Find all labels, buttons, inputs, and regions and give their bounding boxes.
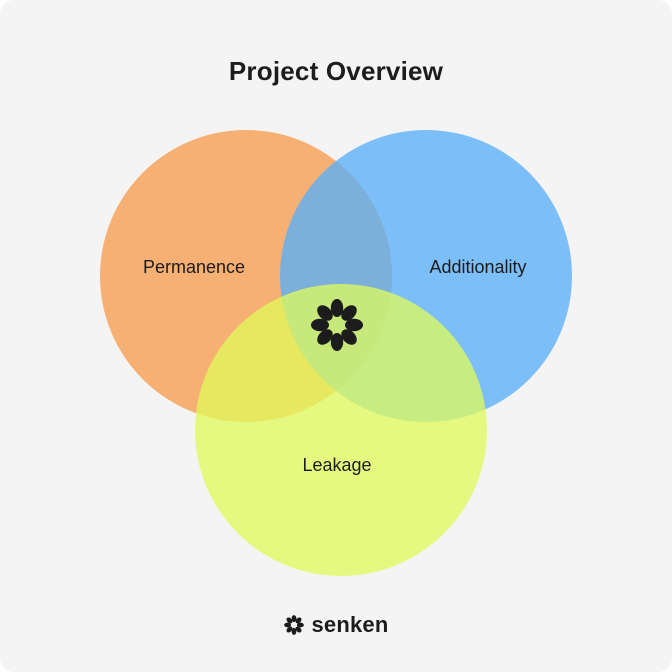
circle-leakage — [195, 284, 487, 576]
senken-logo-icon — [284, 615, 305, 635]
label-permanence: Permanence — [143, 257, 245, 277]
senken-flower-icon — [311, 299, 363, 351]
brand-footer: senken — [0, 614, 672, 636]
label-additionality: Additionality — [429, 257, 526, 277]
page-title: Project Overview — [228, 56, 444, 86]
brand-name: senken — [311, 612, 389, 637]
label-leakage: Leakage — [302, 455, 371, 475]
